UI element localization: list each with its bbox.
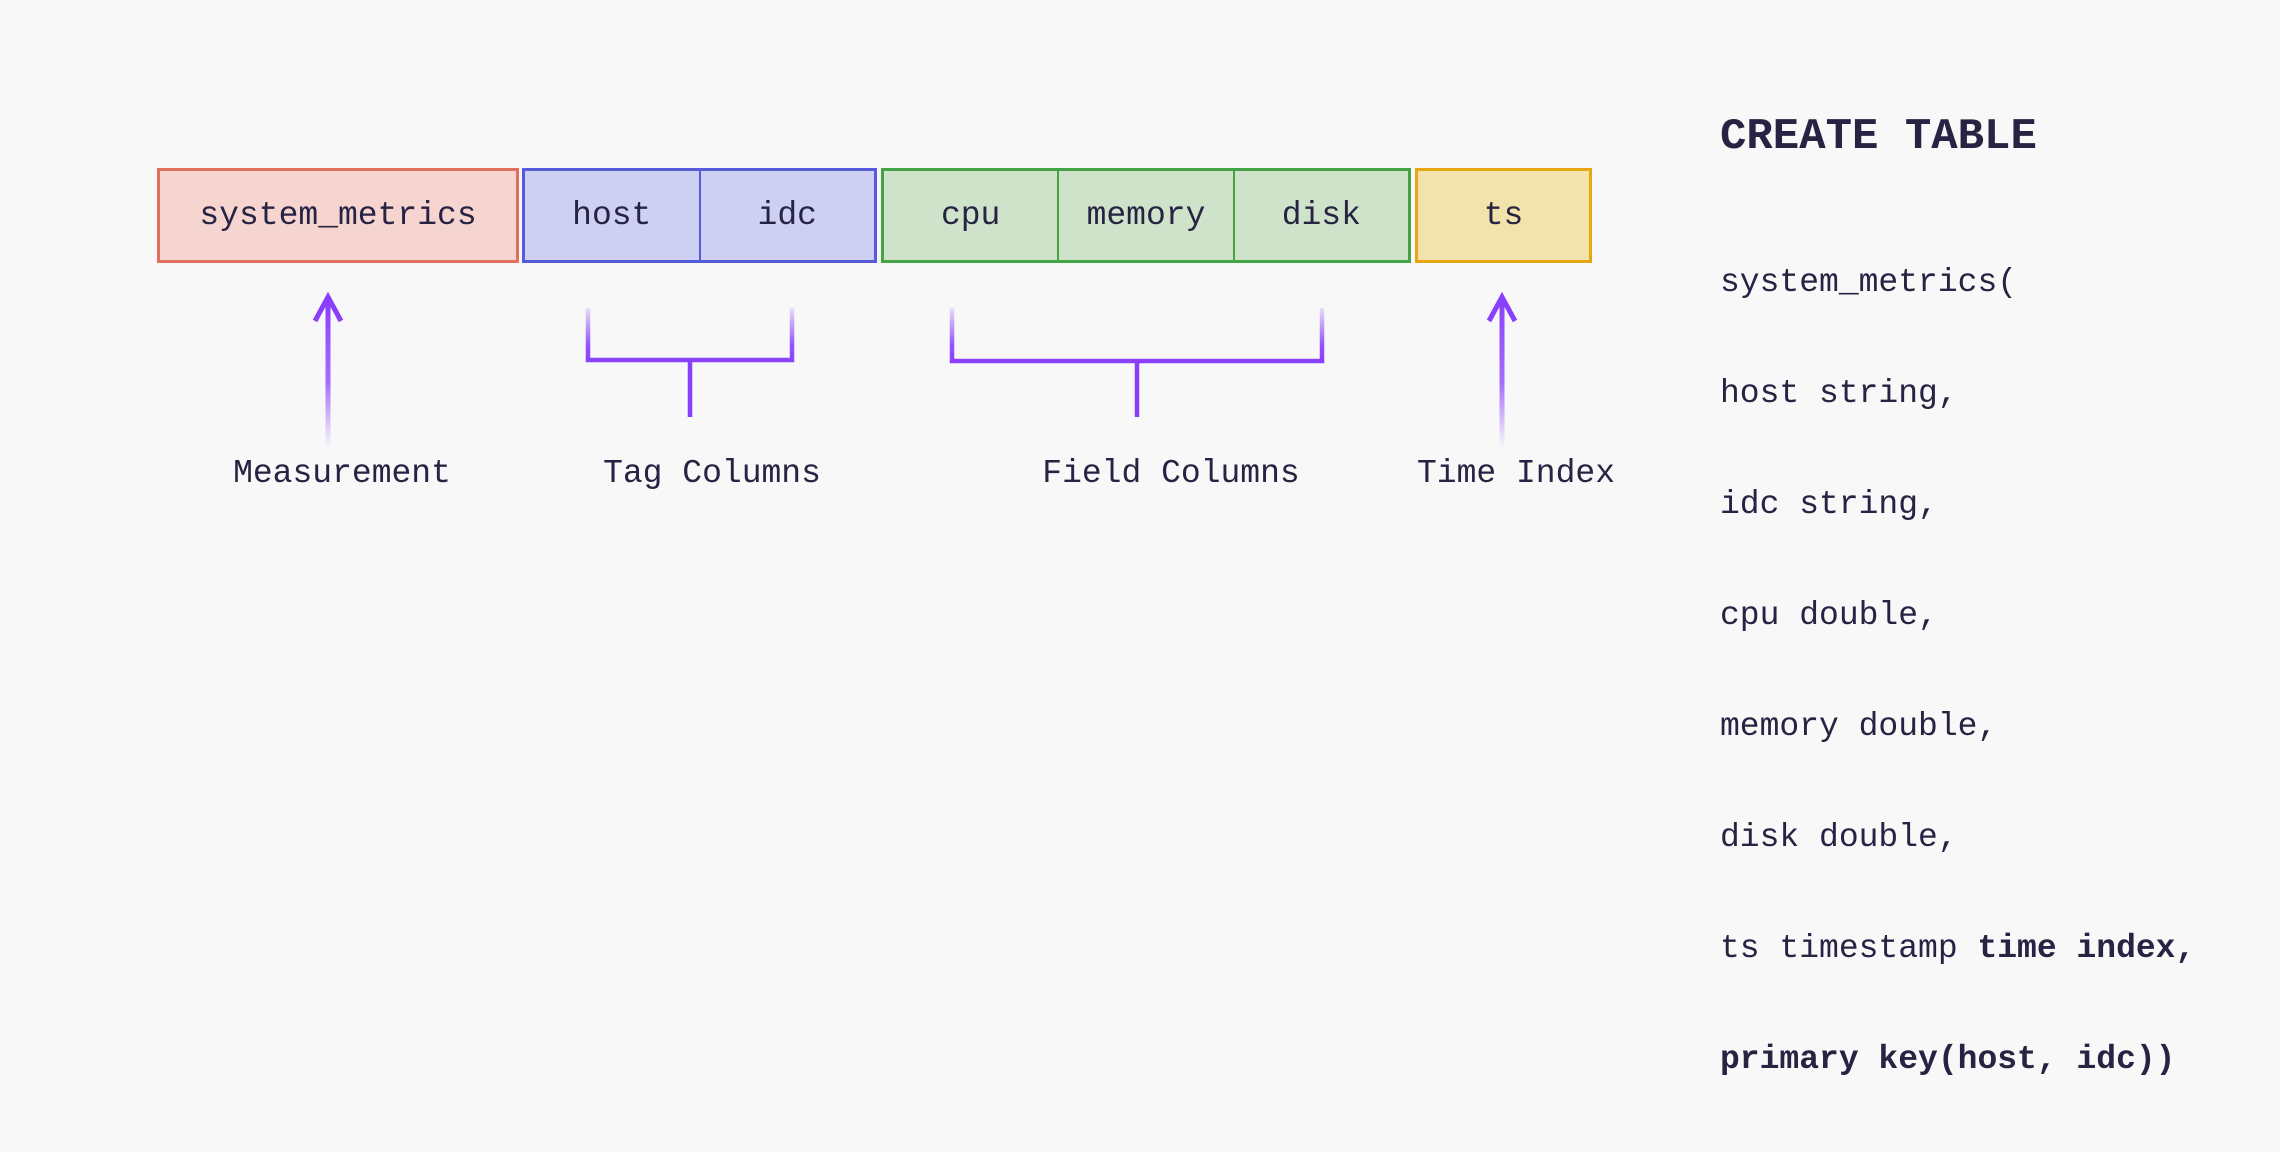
field-cell-disk: disk <box>1232 171 1408 260</box>
sql-line: cpu double, <box>1720 597 1938 634</box>
tag-cell-host: host <box>572 197 652 234</box>
tag-cell-idc: idc <box>698 171 875 260</box>
measurement-cell: system_metrics <box>199 197 477 234</box>
measurement-arrow <box>312 291 344 448</box>
tag-columns-box-group: host idc <box>522 168 877 263</box>
schema-diagram: system_metrics host idc cpu memory disk … <box>157 112 2195 1078</box>
sql-line: memory double, <box>1720 708 1998 745</box>
field-columns-box-group: cpu memory disk <box>881 168 1411 263</box>
sql-line: system_metrics( <box>1720 264 2018 301</box>
create-table-heading: CREATE TABLE <box>1720 112 2037 162</box>
time-index-box-group: ts <box>1415 168 1592 263</box>
sql-line: idc string, <box>1720 486 1938 523</box>
time-index-label: Time Index <box>1416 455 1616 492</box>
sql-line: disk double, <box>1720 819 1958 856</box>
tag-columns-label: Tag Columns <box>603 455 821 492</box>
tag-columns-bracket <box>585 308 795 417</box>
field-columns-label: Field Columns <box>1042 455 1300 492</box>
time-cell-ts: ts <box>1483 197 1524 234</box>
field-cell-memory: memory <box>1057 171 1232 260</box>
measurement-label: Measurement <box>233 455 451 492</box>
sql-line: primary key(host, idc)) <box>1720 1041 2176 1078</box>
sql-line: ts timestamp time index, <box>1720 930 2196 967</box>
field-cell-cpu: cpu <box>940 197 1001 234</box>
measurement-box-group: system_metrics <box>157 168 519 263</box>
field-columns-bracket <box>949 308 1325 417</box>
sql-line: host string, <box>1720 375 1958 412</box>
time-index-arrow <box>1486 291 1518 448</box>
create-table-sql: system_metrics( host string, idc string,… <box>1720 190 2195 1152</box>
